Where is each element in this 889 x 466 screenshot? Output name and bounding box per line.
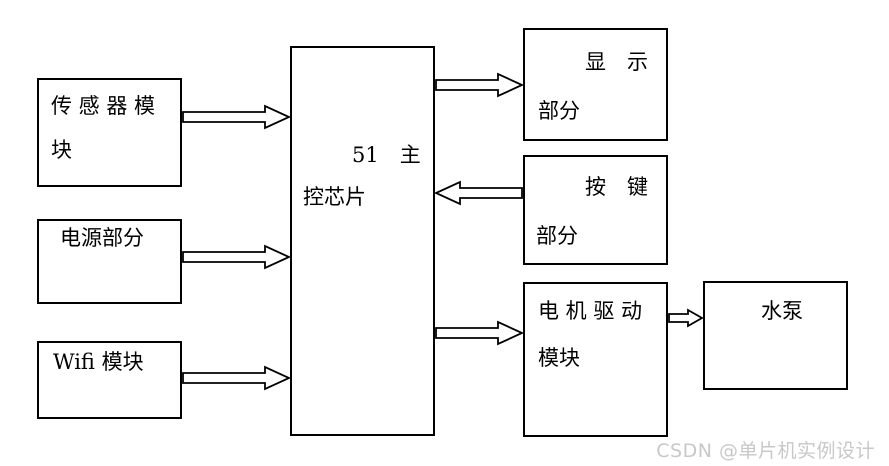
sensor-module-label-line1: 传 感 器 模: [51, 94, 156, 118]
arrow-sensor-to-mcu-icon: [182, 104, 292, 130]
display-section-label-line2: 部分: [538, 99, 580, 123]
water-pump-label: 水泵: [761, 299, 803, 323]
arrow-motor-to-pump-icon: [668, 308, 704, 328]
power-section-label: 电源部分: [60, 226, 144, 250]
box-keys-section: 按 键 部分: [523, 155, 668, 265]
box-mcu-51: 51 主 控芯片: [290, 46, 435, 436]
arrow-power-to-mcu-icon: [182, 244, 292, 270]
box-power-section: 电源部分: [37, 219, 182, 304]
mcu-51-label-line1: 51 主: [352, 143, 421, 167]
display-section-label-line1: 显 示: [585, 50, 648, 74]
box-sensor-module: 传 感 器 模 块: [37, 78, 182, 187]
arrow-mcu-to-motor-icon: [435, 320, 525, 346]
keys-section-label-line1: 按 键: [585, 175, 648, 199]
arrow-wifi-to-mcu-icon: [182, 365, 292, 391]
arrow-mcu-to-display-icon: [435, 72, 525, 98]
box-wifi-module: Wifi 模块: [37, 341, 182, 419]
motor-driver-label-line2: 模块: [538, 346, 580, 370]
sensor-module-label-line2: 块: [51, 138, 72, 162]
wifi-module-label: Wifi 模块: [53, 350, 144, 374]
csdn-watermark: CSDN @单片机实例设计: [656, 440, 875, 462]
motor-driver-label-line1: 电 机 驱 动: [538, 299, 643, 323]
box-water-pump: 水泵: [703, 281, 848, 390]
mcu-51-label-line2: 控芯片: [303, 185, 366, 209]
box-display-section: 显 示 部分: [523, 28, 668, 141]
keys-section-label-line2: 部分: [536, 224, 578, 248]
arrow-keys-to-mcu-icon: [433, 180, 523, 206]
box-motor-driver: 电 机 驱 动 模块: [523, 282, 668, 437]
